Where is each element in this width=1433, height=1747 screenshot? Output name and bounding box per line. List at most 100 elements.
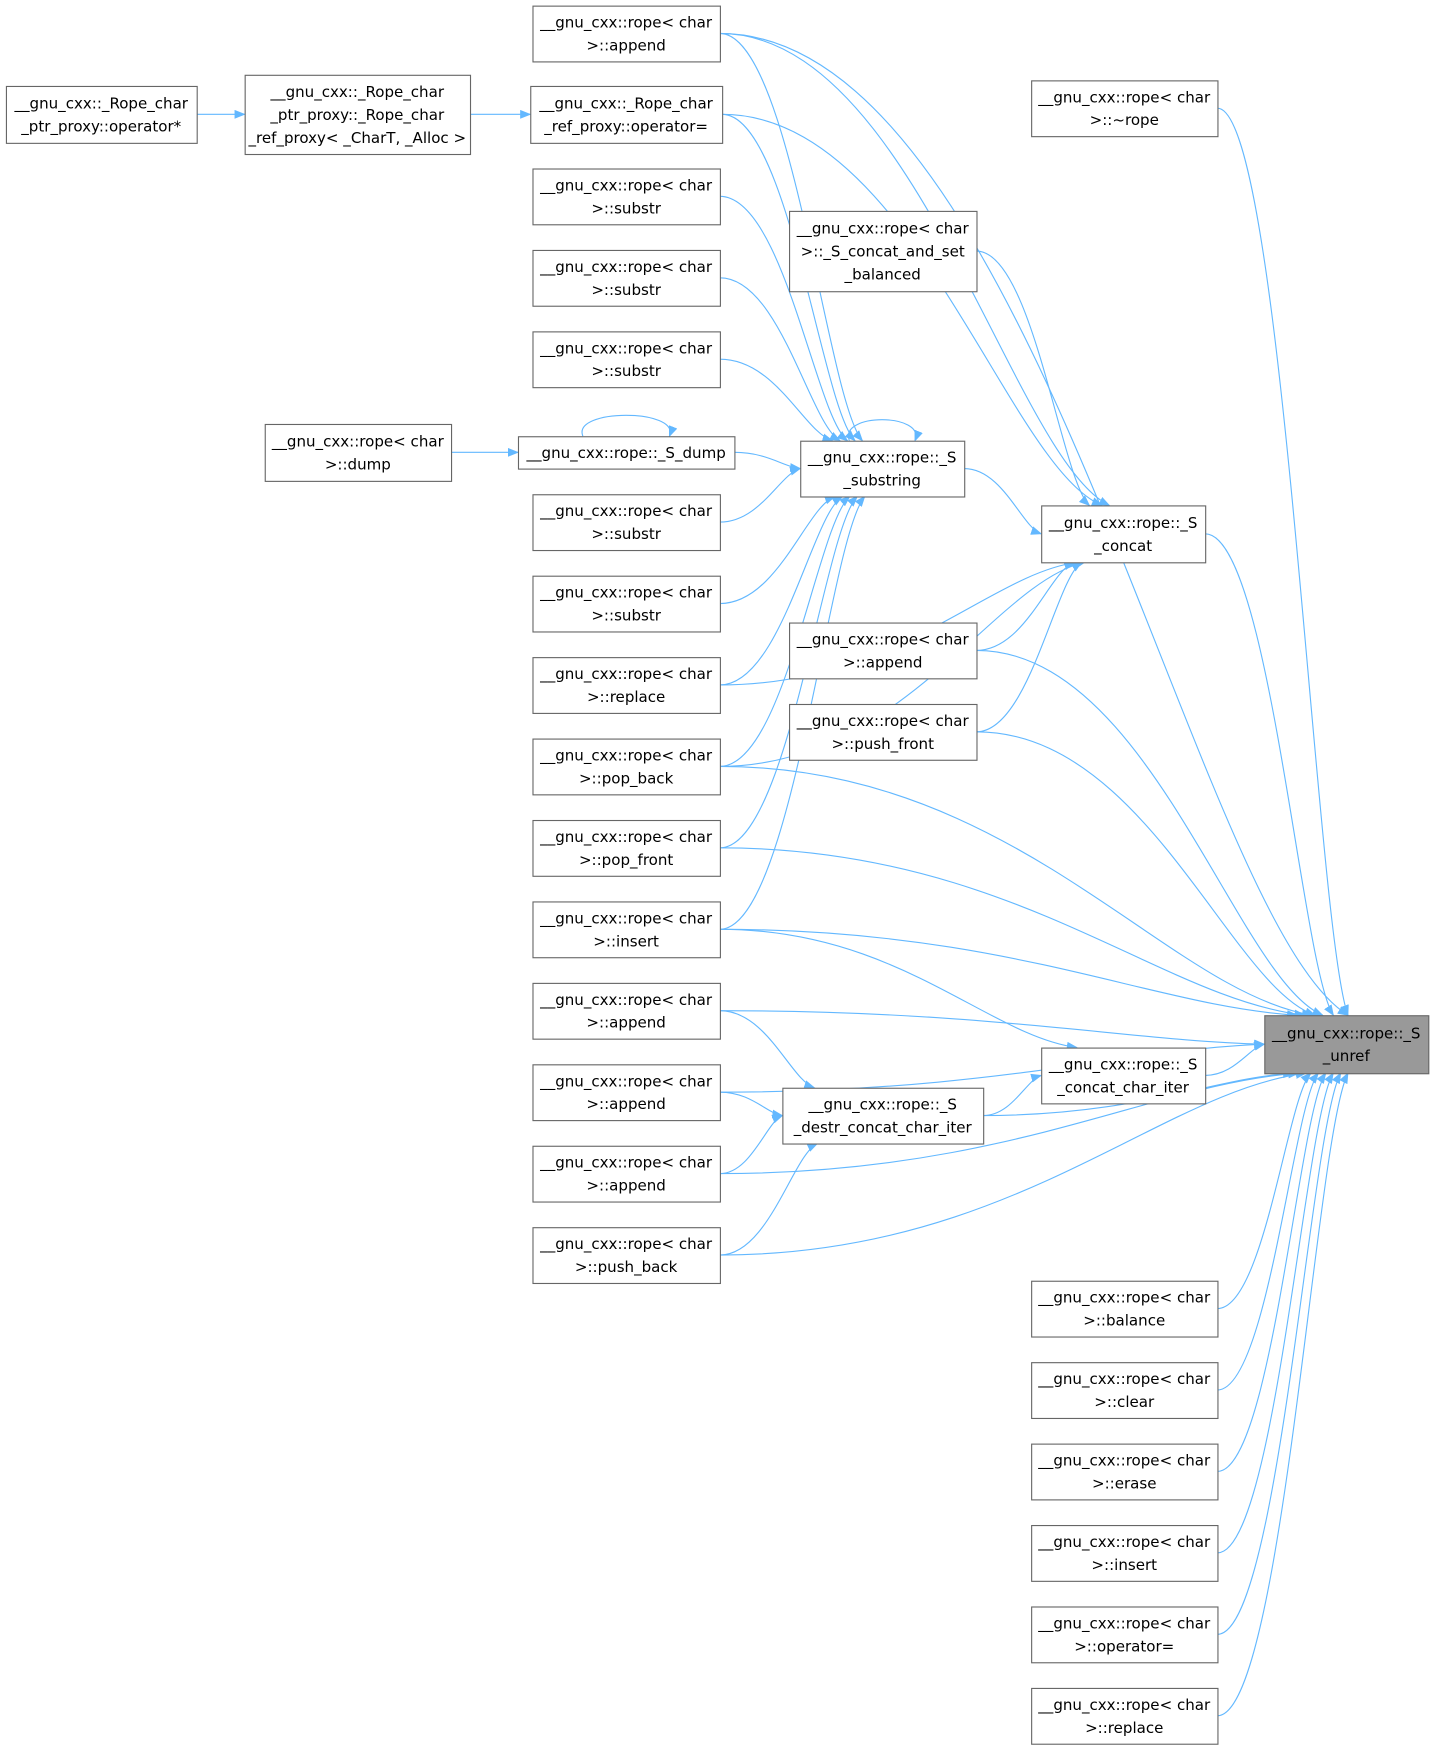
node-rope-s-destr-concat-char-iter[interactable]: __gnu_cxx::rope::_S_destr_concat_char_it… — [782, 1087, 985, 1145]
node-rope-char-ref-proxy-operator[interactable]: __gnu_cxx::_Rope_char_ref_proxy::operato… — [530, 85, 724, 144]
node-label: _ref_proxy< _CharT, _Alloc > — [247, 129, 466, 148]
node-rope-char-substr[interactable]: __gnu_cxx::rope< char>::substr — [532, 494, 721, 552]
node-rope-char-substr[interactable]: __gnu_cxx::rope< char>::substr — [532, 249, 721, 307]
node-rope-char-ptr-proxy-operator[interactable]: __gnu_cxx::_Rope_char_ptr_proxy::operato… — [5, 85, 198, 144]
node-box — [782, 1087, 985, 1145]
node-rope-char-operator[interactable]: __gnu_cxx::rope< char>::operator= — [1031, 1606, 1219, 1664]
node-box — [532, 657, 721, 714]
node-label: >::push_front — [831, 735, 934, 754]
node-label: >::balance — [1083, 1312, 1165, 1330]
node-rope-char-ptr-proxy-rope-char-ref-proxy-chart-alloc[interactable]: __gnu_cxx::_Rope_char_ptr_proxy::_Rope_c… — [244, 74, 472, 156]
node-rope-char-substr[interactable]: __gnu_cxx::rope< char>::substr — [532, 575, 721, 633]
node-rope-char-s-concat-and-set-balanced[interactable]: __gnu_cxx::rope< char>::_S_concat_and_se… — [789, 210, 978, 293]
node-box — [5, 85, 198, 144]
node-box — [532, 5, 721, 63]
node-rope-s-dump[interactable]: __gnu_cxx::rope::_S_dump — [517, 436, 736, 470]
node-box — [1041, 505, 1207, 564]
node-label: >::dump — [325, 455, 391, 473]
node-box — [789, 703, 978, 761]
node-rope-char-substr[interactable]: __gnu_cxx::rope< char>::substr — [532, 168, 721, 226]
node-rope-char-substr[interactable]: __gnu_cxx::rope< char>::substr — [532, 331, 721, 389]
node-label: _destr_concat_char_iter — [793, 1119, 973, 1138]
node-label: __gnu_cxx::rope::_S — [1271, 1024, 1421, 1043]
node-box — [789, 622, 978, 680]
node-rope-char-push-back[interactable]: __gnu_cxx::rope< char>::push_back — [532, 1227, 721, 1285]
node-rope-char-dump[interactable]: __gnu_cxx::rope< char>::dump — [264, 423, 453, 482]
node-label: >::push_back — [575, 1258, 678, 1277]
node-label: __gnu_cxx::rope< char — [539, 747, 713, 766]
node-rope-char-insert[interactable]: __gnu_cxx::rope< char>::insert — [532, 901, 721, 959]
node-rope-char-clear[interactable]: __gnu_cxx::rope< char>::clear — [1031, 1362, 1219, 1420]
node-label: __gnu_cxx::rope< char — [539, 502, 713, 521]
node-label: >::append — [586, 1095, 665, 1113]
edge-n28-to-n26 — [719, 1142, 819, 1256]
edge-n26-to-n24 — [983, 1073, 1043, 1117]
node-box — [532, 1064, 721, 1122]
node-label: __gnu_cxx::rope< char — [1037, 1452, 1211, 1471]
node-label: _concat_char_iter — [1056, 1078, 1190, 1097]
node-label: >::insert — [1091, 1556, 1157, 1574]
node-rope-char-pop-back[interactable]: __gnu_cxx::rope< char>::pop_back — [532, 738, 721, 796]
node-rope-s-unref[interactable]: __gnu_cxx::rope::_S_unref — [1264, 1015, 1430, 1075]
node-label: _ptr_proxy::operator* — [20, 117, 181, 136]
node-label: __gnu_cxx::rope< char — [539, 909, 713, 928]
node-box — [532, 1227, 721, 1285]
node-rope-char-rope[interactable]: __gnu_cxx::rope< char>::~rope — [1031, 80, 1219, 138]
edge-n22-to-n23 — [719, 1010, 1266, 1049]
node-rope-char-append[interactable]: __gnu_cxx::rope< char>::append — [532, 1145, 721, 1203]
node-label: __gnu_cxx::rope< char — [539, 1154, 713, 1173]
node-label: >::substr — [591, 281, 661, 299]
node-label: __gnu_cxx::rope::_S — [1048, 1056, 1197, 1075]
node-label: __gnu_cxx::rope< char — [539, 339, 713, 358]
edge-n31-to-n23 — [1217, 1072, 1327, 1473]
node-box — [532, 901, 721, 959]
node-box — [532, 575, 721, 633]
edge-n12-to-n14 — [964, 467, 1043, 535]
node-rope-char-replace[interactable]: __gnu_cxx::rope< char>::replace — [1031, 1687, 1219, 1745]
node-rope-s-substring[interactable]: __gnu_cxx::rope::_S_substring — [800, 440, 966, 498]
node-rope-s-concat[interactable]: __gnu_cxx::rope::_S_concat — [1041, 505, 1207, 564]
node-rope-char-balance[interactable]: __gnu_cxx::rope< char>::balance — [1031, 1280, 1219, 1338]
node-rope-char-append[interactable]: __gnu_cxx::rope< char>::append — [532, 982, 721, 1040]
node-rope-char-push-front[interactable]: __gnu_cxx::rope< char>::push_front — [789, 703, 978, 761]
node-label: >::erase — [1092, 1474, 1157, 1492]
node-label: __gnu_cxx::rope< char — [796, 220, 970, 239]
node-rope-char-pop-front[interactable]: __gnu_cxx::rope< char>::pop_front — [532, 819, 721, 877]
node-label: >::append — [843, 653, 922, 671]
node-label: >::clear — [1094, 1393, 1155, 1411]
edge-n27-to-n23 — [719, 1069, 1300, 1175]
node-box — [800, 440, 966, 498]
node-label: __gnu_cxx::rope< char — [539, 14, 713, 33]
edge-n6-to-n12 — [719, 195, 849, 442]
node-label: __gnu_cxx::rope< char — [539, 991, 713, 1010]
node-box — [1031, 80, 1219, 138]
edge-n28-to-n23 — [719, 1070, 1307, 1256]
node-label: __gnu_cxx::rope< char — [539, 258, 713, 277]
edge-n21-to-n24 — [719, 928, 1078, 1051]
edge-n11-to-n11 — [581, 414, 678, 438]
node-label: __gnu_cxx::rope< char — [1037, 1696, 1211, 1715]
node-rope-s-concat-char-iter[interactable]: __gnu_cxx::rope::_S_concat_char_iter — [1041, 1047, 1207, 1105]
node-rope-char-append[interactable]: __gnu_cxx::rope< char>::append — [789, 622, 978, 680]
node-box — [532, 819, 721, 877]
node-rope-char-erase[interactable]: __gnu_cxx::rope< char>::erase — [1031, 1443, 1219, 1501]
edge-n15-to-n12 — [719, 495, 836, 605]
node-rope-char-insert[interactable]: __gnu_cxx::rope< char>::insert — [1031, 1524, 1219, 1582]
node-box — [1031, 1524, 1219, 1582]
node-label: >::append — [586, 36, 665, 54]
edge-n34-to-n23 — [1217, 1072, 1349, 1717]
edge-n14-to-n23 — [1205, 533, 1334, 1017]
node-box — [244, 74, 472, 156]
node-box — [1031, 1362, 1219, 1420]
node-rope-char-append[interactable]: __gnu_cxx::rope< char>::append — [532, 5, 721, 63]
node-rope-char-append[interactable]: __gnu_cxx::rope< char>::append — [532, 1064, 721, 1122]
node-label: __gnu_cxx::rope< char — [1037, 1533, 1211, 1552]
node-label: __gnu_cxx::rope< char — [539, 176, 713, 195]
node-label: _unref — [1322, 1047, 1371, 1066]
edge-n2-to-n23 — [1217, 107, 1349, 1017]
node-label: __gnu_cxx::rope< char — [271, 433, 445, 452]
node-box — [1031, 1280, 1219, 1338]
edge-n29-to-n23 — [1217, 1072, 1312, 1310]
edge-n24-to-n23 — [1205, 1041, 1266, 1076]
node-rope-char-replace[interactable]: __gnu_cxx::rope< char>::replace — [532, 657, 721, 714]
